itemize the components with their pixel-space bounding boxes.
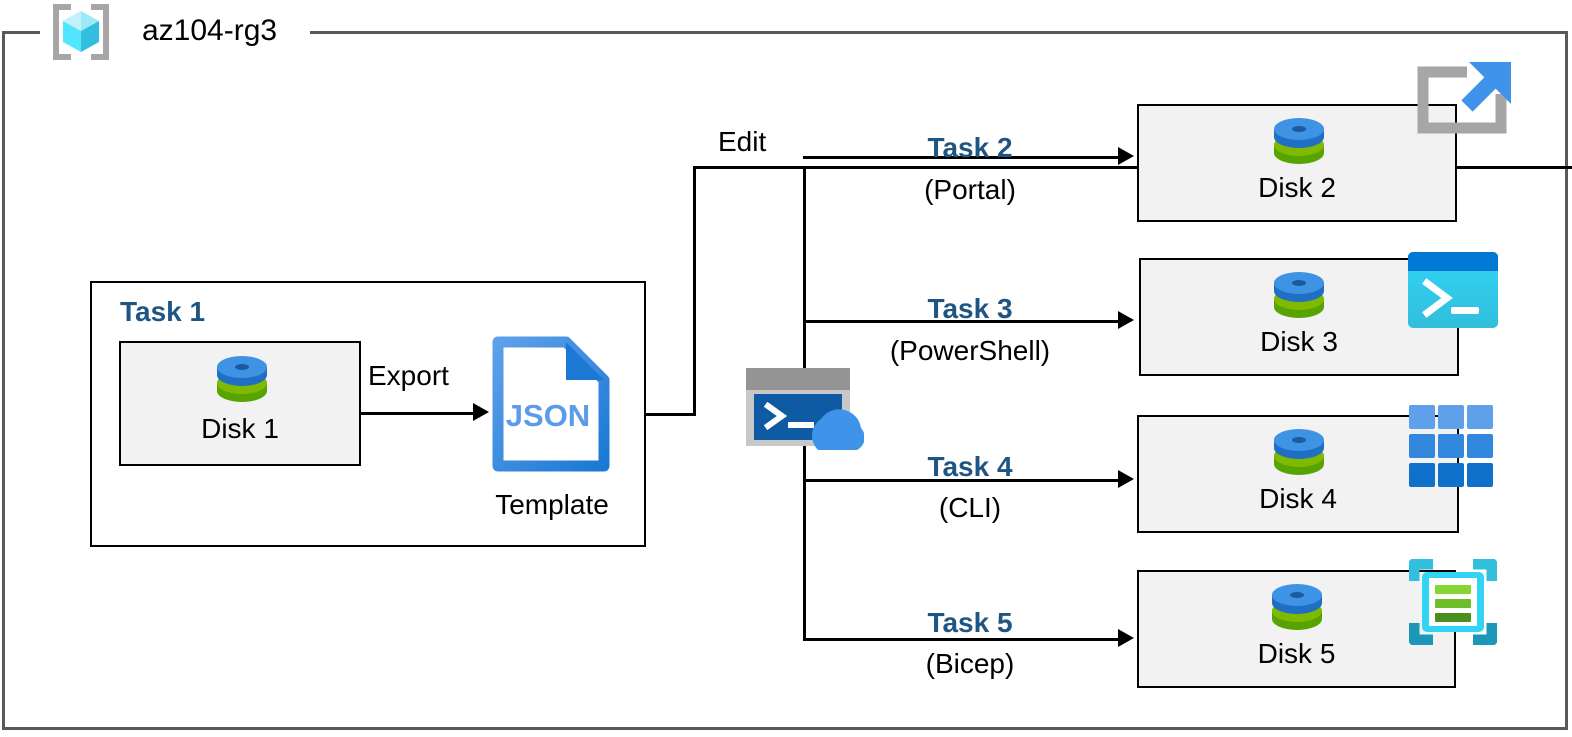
task1-label: Task 1 xyxy=(120,296,206,327)
disk1-caption: Disk 1 xyxy=(201,413,279,444)
task2-arrowhead xyxy=(1118,147,1134,165)
export-label: Export xyxy=(368,360,449,391)
export-arrow-line xyxy=(361,412,481,415)
task4-subtitle: (CLI) xyxy=(938,492,1002,523)
edit-riser-segment xyxy=(693,168,696,416)
edit-label: Edit xyxy=(718,126,767,157)
resource-group-name: az104-rg3 xyxy=(142,14,278,47)
managed-disk-icon xyxy=(212,353,272,409)
cloud-shell-icon xyxy=(744,366,865,450)
azure-portal-icon xyxy=(1409,60,1515,160)
task5-title: Task 5 xyxy=(927,607,1013,638)
managed-disk-icon xyxy=(1267,581,1327,637)
export-arrowhead xyxy=(473,403,489,421)
managed-disk-icon xyxy=(1269,269,1329,325)
disk5-box: Disk 5 xyxy=(1137,570,1456,688)
azure-cli-icon xyxy=(1408,404,1494,488)
task2-arrow-line xyxy=(803,156,1123,159)
disk1-box: Disk 1 xyxy=(119,341,361,466)
disk3-caption: Disk 3 xyxy=(1260,326,1338,357)
task3-title: Task 3 xyxy=(927,293,1013,324)
svg-text:JSON: JSON xyxy=(506,398,590,433)
disk2-box: Disk 2 xyxy=(1137,104,1457,222)
resource-group-frame xyxy=(2,31,1568,730)
resource-group-cube-icon xyxy=(50,3,112,61)
template-label: Template xyxy=(495,489,609,520)
managed-disk-icon xyxy=(1269,426,1329,482)
disk4-box: Disk 4 xyxy=(1137,415,1459,533)
task5-arrowhead xyxy=(1118,629,1134,647)
template-to-edit-segment xyxy=(645,413,696,416)
disk5-caption: Disk 5 xyxy=(1257,638,1336,669)
task3-arrowhead xyxy=(1118,311,1134,329)
task4-title: Task 4 xyxy=(927,451,1013,482)
managed-disk-icon xyxy=(1269,115,1329,171)
disk4-caption: Disk 4 xyxy=(1259,483,1337,514)
edit-top-rail xyxy=(693,166,1572,169)
task4-arrow-line xyxy=(803,479,1123,482)
task4-arrowhead xyxy=(1118,470,1134,488)
disk2-caption: Disk 2 xyxy=(1258,172,1336,203)
disk3-box: Disk 3 xyxy=(1139,258,1459,376)
task2-title: Task 2 xyxy=(927,132,1013,163)
task5-subtitle: (Bicep) xyxy=(925,648,1015,679)
powershell-icon xyxy=(1407,251,1499,329)
task3-subtitle: (PowerShell) xyxy=(889,335,1051,366)
task5-arrow-line xyxy=(803,638,1123,641)
task3-arrow-line xyxy=(803,320,1123,323)
json-file-icon: JSON xyxy=(492,336,610,472)
bicep-icon xyxy=(1406,556,1500,648)
task2-subtitle: (Portal) xyxy=(924,174,1016,205)
